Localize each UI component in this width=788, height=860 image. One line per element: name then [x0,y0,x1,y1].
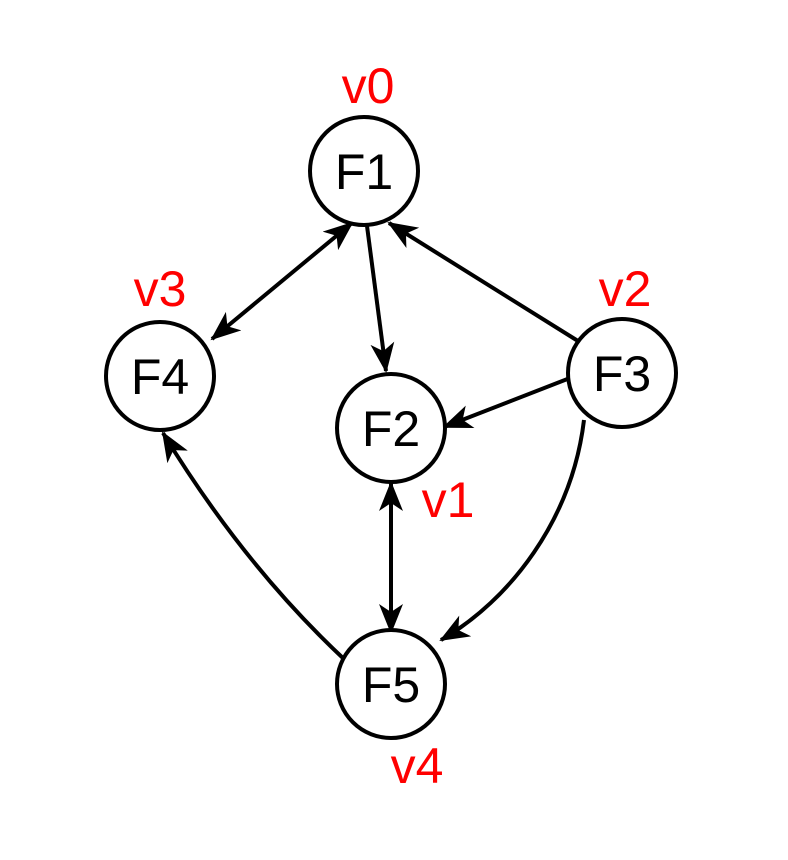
edge-f3-f5 [439,419,586,642]
edges [161,221,586,662]
node-f2-label: F2 [362,401,420,457]
node-f1: F1 [308,115,420,227]
var-label-v3: v3 [134,261,187,317]
node-f3-label: F3 [593,346,651,402]
edge-f1-f2 [365,225,395,373]
var-label-v1: v1 [422,472,475,528]
node-f4: F4 [104,320,216,432]
variable-labels: v0 v1 v2 v3 v4 [134,58,652,794]
var-label-v0: v0 [342,58,395,114]
node-f1-label: F1 [335,144,393,200]
node-f5-label: F5 [362,657,420,713]
edge-f3-f2 [442,376,571,429]
edge-f1-f4 [210,221,354,341]
node-f1-circle [308,115,420,227]
edge-f3-f1 [387,221,580,343]
node-f4-circle [104,320,216,432]
node-f5-circle [335,628,447,740]
node-f3: F3 [566,317,678,429]
node-f5: F5 [335,628,447,740]
node-f3-circle [566,317,678,429]
edge-f5-f4 [161,431,347,662]
node-f2-circle [335,372,447,484]
node-f4-label: F4 [131,349,189,405]
node-f2: F2 [335,372,447,484]
var-label-v4: v4 [391,738,444,794]
var-label-v2: v2 [599,261,652,317]
